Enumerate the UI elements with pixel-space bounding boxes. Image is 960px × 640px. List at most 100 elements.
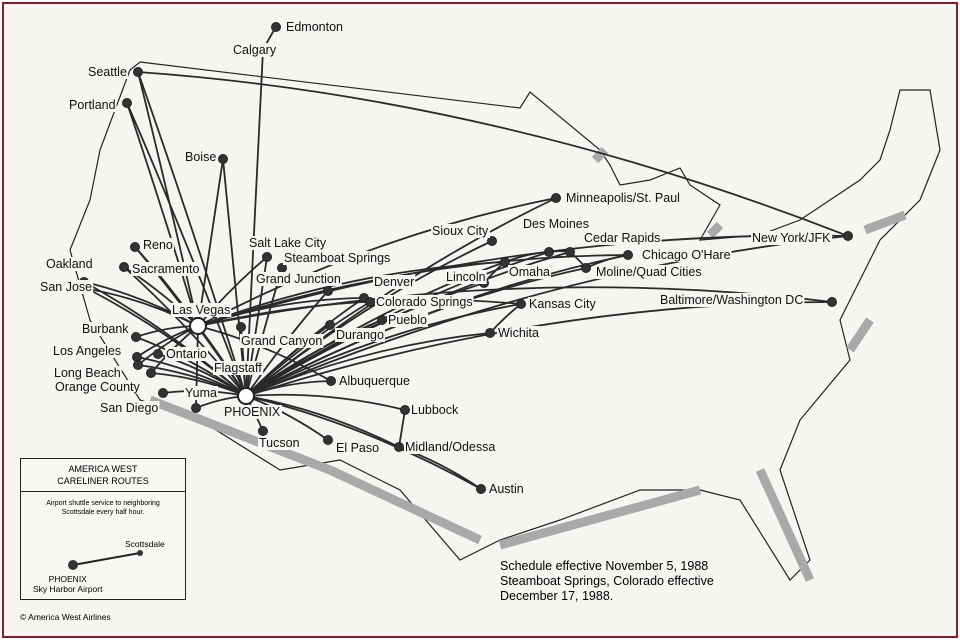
legend-airport-label: Sky Harbor Airport — [33, 584, 103, 594]
city-marker — [119, 262, 129, 272]
label-bg — [335, 441, 381, 455]
city-label: Lincoln — [446, 270, 486, 284]
label-bg — [240, 334, 324, 348]
coast-shadow — [328, 465, 482, 545]
city-label: Des Moines — [523, 217, 589, 231]
city-label: Calgary — [233, 43, 277, 57]
city-marker — [236, 322, 246, 332]
label-bg — [232, 43, 278, 57]
route-line — [245, 235, 849, 397]
city-marker — [551, 193, 561, 203]
city-marker — [544, 247, 554, 257]
city-label: Seattle — [88, 65, 127, 79]
coast-shadow — [846, 317, 874, 353]
city-marker — [827, 297, 837, 307]
route-line — [87, 288, 247, 397]
label-bg — [131, 262, 201, 276]
cities: EdmontonCalgarySeattlePortlandBoiseRenoS… — [39, 20, 853, 496]
label-bg — [283, 251, 392, 265]
city-label: Wichita — [498, 326, 539, 340]
label-bg — [223, 405, 282, 419]
coast-shadow — [591, 146, 609, 164]
label-bg — [171, 303, 232, 317]
label-bg — [213, 361, 264, 375]
city-label: Los Angeles — [53, 344, 121, 358]
label-bg — [68, 98, 117, 112]
city-marker — [400, 405, 410, 415]
hub-marker — [189, 317, 207, 335]
city-marker — [365, 297, 375, 307]
legend-title-line1: AMERICA WEST — [68, 464, 138, 474]
route-line — [245, 49, 264, 397]
city-marker — [325, 320, 335, 330]
label-bg — [54, 380, 142, 394]
route-line — [245, 395, 400, 448]
city-marker — [581, 263, 591, 273]
city-label: Boise — [185, 150, 216, 164]
label-bg — [335, 328, 385, 342]
legend-phoenix: PHOENIX Sky Harbor Airport — [33, 574, 102, 594]
city-label: Ontario — [166, 347, 207, 361]
city-marker — [485, 328, 495, 338]
city-label: Grand Junction — [256, 272, 341, 286]
label-bg — [165, 347, 209, 361]
city-label: Oakland — [46, 257, 93, 271]
route-line — [245, 395, 482, 490]
city-label: Burbank — [82, 322, 129, 336]
city-label: Yuma — [185, 386, 217, 400]
label-bg — [595, 265, 703, 279]
city-marker — [146, 368, 156, 378]
note-line: Schedule effective November 5, 1988 — [500, 559, 709, 573]
label-bg — [142, 238, 174, 252]
city-marker — [218, 154, 228, 164]
route-line — [137, 71, 849, 237]
city-label: Las Vegas — [172, 303, 230, 317]
legend-title-line2: CARELINER ROUTES — [57, 476, 149, 486]
label-bg — [39, 280, 94, 294]
legend-box: AMERICA WEST CARELINER ROUTES Airport sh… — [20, 458, 186, 600]
city-label: Sioux City — [432, 224, 489, 238]
coastline — [69, 61, 941, 581]
city-label: Minneapolis/St. Paul — [566, 191, 680, 205]
city-label: Moline/Quad Cities — [596, 265, 702, 279]
label-bg — [445, 270, 487, 284]
legend-scottsdale: Scottsdale — [125, 539, 165, 549]
route-line — [126, 102, 247, 397]
city-label: Steamboat Springs — [284, 251, 390, 265]
coast-shadow — [706, 221, 724, 239]
shuttle-route — [68, 550, 143, 570]
coast-shadow — [863, 210, 907, 235]
label-bg — [497, 326, 541, 340]
label-bg — [338, 374, 411, 388]
city-label: Baltimore/Washington DC — [660, 293, 803, 307]
route-line — [197, 261, 506, 327]
label-bg — [528, 297, 598, 311]
legend-description: Airport shuttle service to neighboring S… — [46, 500, 160, 516]
route-line — [245, 393, 406, 411]
label-bg — [87, 65, 128, 79]
city-label: Tucson — [259, 436, 300, 450]
route-line — [197, 298, 522, 327]
city-label: Cedar Rapids — [584, 231, 660, 245]
label-bg — [255, 272, 342, 286]
coast-shadow — [755, 468, 815, 582]
city-marker — [258, 426, 268, 436]
hub-marker — [237, 387, 255, 405]
legend-phoenix-label: PHOENIX — [48, 574, 87, 584]
label-bg — [248, 236, 328, 250]
city-label: Chicago O'Hare — [642, 248, 731, 262]
city-label: San Jose — [40, 280, 92, 294]
route-line — [197, 325, 332, 382]
city-label: PHOENIX — [224, 405, 281, 419]
city-marker — [133, 67, 143, 77]
label-bg — [99, 401, 160, 415]
label-bg — [184, 386, 219, 400]
legend-title: AMERICA WEST CARELINER ROUTES — [21, 459, 185, 492]
city-marker — [191, 403, 201, 413]
city-label: Albuquerque — [339, 374, 410, 388]
city-label: Reno — [143, 238, 173, 252]
city-label: Long Beach — [54, 366, 121, 380]
city-marker — [122, 98, 132, 108]
label-bg — [431, 224, 491, 238]
label-bg — [373, 275, 416, 289]
